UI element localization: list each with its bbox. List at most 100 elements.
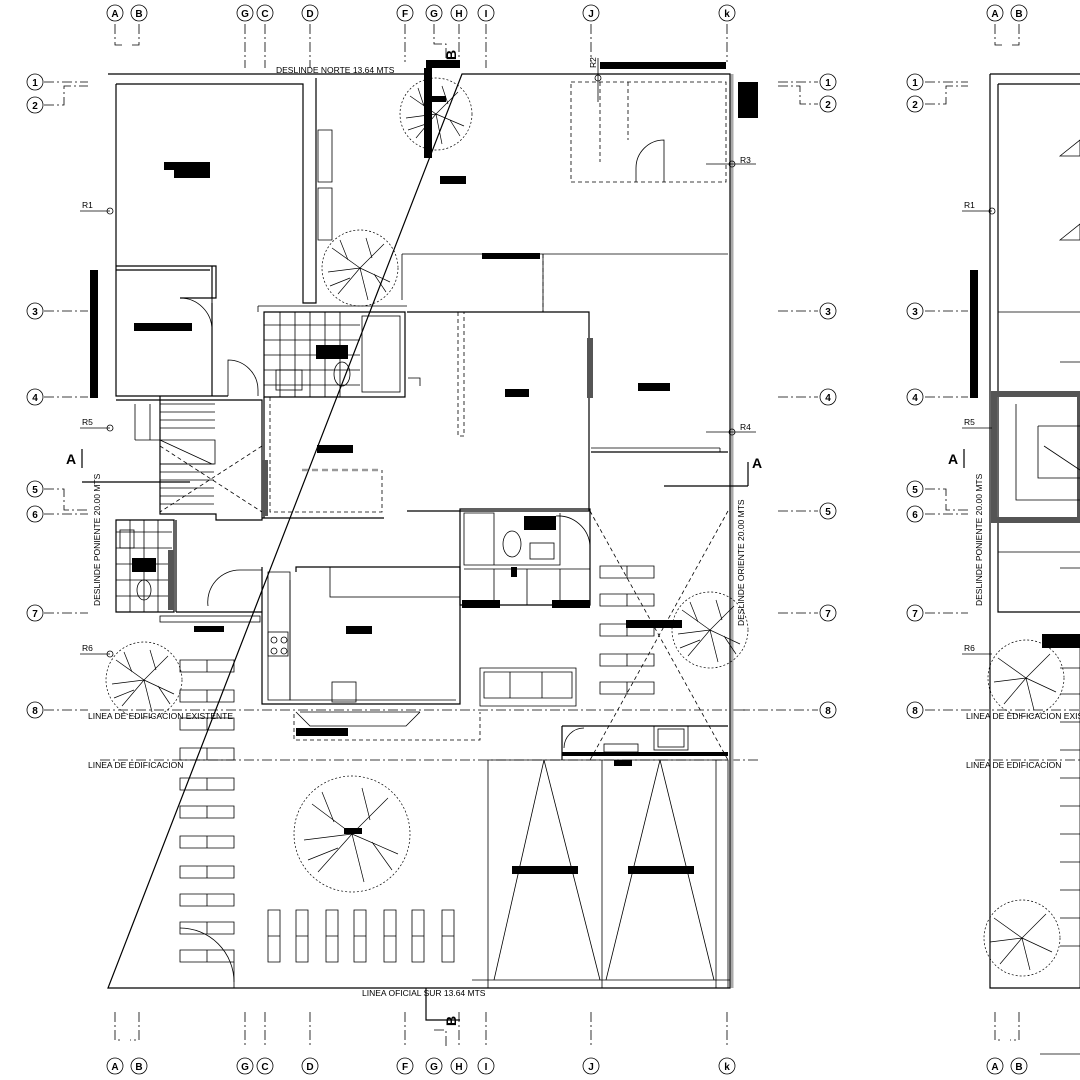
svg-text:A: A: [991, 1062, 998, 1073]
reference-r2: R2: [588, 57, 602, 102]
axis-bubble-3-right: 3: [819, 302, 837, 320]
axis-bubble-4-sheet2: 4: [906, 388, 924, 406]
svg-text:2: 2: [825, 100, 831, 111]
svg-text:3: 3: [825, 307, 831, 318]
stair-treads: [134, 359, 263, 513]
axis-bubble-B: B: [130, 4, 148, 22]
reference-r4: R4: [706, 422, 756, 436]
section-a-right: A: [664, 455, 762, 487]
axis-bubble-B-bottom: B: [130, 1057, 148, 1075]
room-walls: [115, 62, 729, 988]
svg-text:5: 5: [912, 485, 918, 496]
axis-bubble-B-right: B: [1010, 4, 1028, 22]
axis-bubbles-top: A B G C D F G H I J k A B: [106, 4, 1028, 22]
axis-bubble-4-right: 4: [819, 388, 837, 406]
boundary-labels: DESLINDE NORTE 13.64 MTS LINEA OFICIAL S…: [88, 65, 1080, 998]
lot-boundary: [107, 73, 734, 989]
reference-r1-sheet2: R1: [962, 200, 996, 215]
tree-4-icon: [671, 591, 749, 669]
section-b-bottom: B: [425, 988, 460, 1026]
svg-text:B: B: [443, 50, 459, 60]
svg-text:J: J: [588, 1062, 594, 1073]
svg-text:7: 7: [912, 609, 918, 620]
svg-text:D: D: [306, 9, 313, 20]
axis-bubble-A-bottom: A: [106, 1057, 124, 1075]
reference-r1: R1: [80, 200, 114, 215]
axis-bubble-A-bottom-right: A: [986, 1057, 1004, 1075]
svg-text:H: H: [455, 9, 462, 20]
svg-text:8: 8: [825, 706, 831, 717]
svg-text:I: I: [485, 9, 488, 20]
axis-bubble-G2: G: [425, 4, 443, 22]
axis-bubble-D: D: [301, 4, 319, 22]
axis-bubbles-right: 1 2 3 4 5 7 8 1 2 3 4 5 6 7 8: [819, 73, 924, 719]
svg-text:5: 5: [825, 507, 831, 518]
svg-text:B: B: [135, 9, 142, 20]
axis-bubbles-bottom: A B G C D F G H I J k A B: [106, 1057, 1028, 1075]
section-b-top: B: [438, 50, 460, 65]
building-line-existing-label-sheet2: LINEA DE EDIFICACION EXISTENTE: [966, 711, 1080, 721]
svg-text:1: 1: [825, 78, 831, 89]
svg-text:B: B: [1015, 1062, 1022, 1073]
svg-text:A: A: [66, 451, 76, 467]
axis-bubble-2-sheet2: 2: [906, 95, 924, 113]
axis-bubble-J: J: [582, 4, 600, 22]
svg-text:3: 3: [912, 307, 918, 318]
axis-bubble-6-left: 6: [26, 505, 44, 523]
axis-bubble-8-left: 8: [26, 701, 44, 719]
axis-bubble-5-right: 5: [819, 502, 837, 520]
axis-bubble-F-bottom: F: [396, 1057, 414, 1075]
reference-r6: R6: [80, 643, 114, 658]
axis-bubble-8-right: 8: [819, 701, 837, 719]
axis-bubble-3-left: 3: [26, 302, 44, 320]
svg-text:A: A: [111, 1062, 118, 1073]
svg-text:4: 4: [825, 393, 831, 404]
axis-bubble-C-bottom: C: [256, 1057, 274, 1075]
svg-text:R5: R5: [82, 417, 93, 427]
tree-7-icon: [987, 639, 1065, 717]
axis-bubble-H: H: [450, 4, 468, 22]
svg-text:R2: R2: [588, 57, 598, 68]
east-boundary-label: DESLINDE ORIENTE 20.00 MTS: [736, 499, 746, 626]
svg-text:B: B: [1015, 9, 1022, 20]
svg-text:R6: R6: [964, 643, 975, 653]
svg-text:R3: R3: [740, 155, 751, 165]
axis-bubble-G1: G: [236, 4, 254, 22]
svg-text:G: G: [430, 1062, 438, 1073]
axis-bubble-J-bottom: J: [582, 1057, 600, 1075]
stepping-stones: [179, 565, 655, 988]
svg-text:8: 8: [912, 706, 918, 717]
axis-bubble-D-bottom: D: [301, 1057, 319, 1075]
axis-bubble-C: C: [256, 4, 274, 22]
axis-bubble-7-left: 7: [26, 604, 44, 622]
building-line-new-label-sheet2: LINEA DE EDIFICACION: [966, 760, 1061, 770]
axis-bubble-2-left: 2: [26, 96, 44, 114]
axis-bubble-7-sheet2: 7: [906, 604, 924, 622]
svg-text:B: B: [443, 1016, 459, 1026]
svg-text:G: G: [430, 9, 438, 20]
svg-text:1: 1: [32, 78, 38, 89]
svg-text:A: A: [752, 455, 762, 471]
svg-text:F: F: [402, 1062, 408, 1073]
svg-text:R4: R4: [740, 422, 751, 432]
axis-bubble-A-right: A: [986, 4, 1004, 22]
grid-lines: [44, 24, 1080, 1046]
svg-text:R1: R1: [964, 200, 975, 210]
reference-r3: R3: [706, 155, 756, 168]
svg-text:1: 1: [912, 78, 918, 89]
svg-text:R6: R6: [82, 643, 93, 653]
west-boundary-label-sheet2: DESLINDE PONIENTE 20.00 MTS: [974, 473, 984, 606]
north-boundary-label: DESLINDE NORTE 13.64 MTS: [276, 65, 395, 75]
section-a-left: A: [66, 449, 190, 483]
building-line-new-label: LINEA DE EDIFICACION: [88, 760, 183, 770]
svg-text:J: J: [588, 9, 594, 20]
axis-bubble-H-bottom: H: [450, 1057, 468, 1075]
axis-bubble-G1-bottom: G: [236, 1057, 254, 1075]
svg-text:C: C: [261, 9, 268, 20]
building-line-existing-label: LINEA DE EDIFICACION EXISTENTE: [88, 711, 233, 721]
reference-marks: R1 R5 R6 R3 R4 R2 R1 R5: [80, 57, 996, 658]
axis-bubble-K-bottom: k: [718, 1057, 736, 1075]
axis-bubble-K: k: [718, 4, 736, 22]
reference-r5-sheet2: R5: [962, 417, 992, 429]
